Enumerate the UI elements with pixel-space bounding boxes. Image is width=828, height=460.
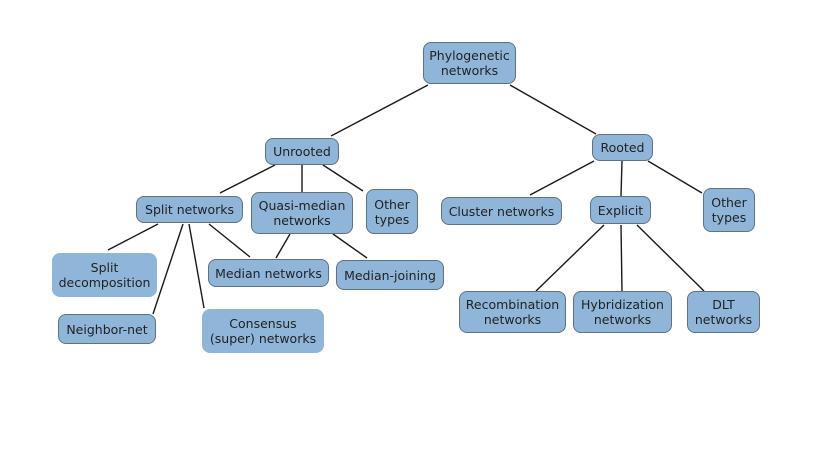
edge-rooted-to-explicit: [620, 160, 623, 197]
node-recombination-networks: Recombination networks: [459, 291, 566, 333]
edge-explicit-to-hybridization-networks: [620, 224, 623, 292]
node-other-types-unrooted: Other types: [366, 189, 418, 234]
edge-explicit-to-dlt-networks: [636, 224, 705, 292]
edge-rooted-to-cluster-networks: [529, 160, 595, 196]
edge-quasi-median-networks-to-median-joining: [332, 233, 368, 259]
node-rooted: Rooted: [592, 134, 653, 161]
node-neighbor-net: Neighbor-net: [58, 314, 156, 344]
node-split-decomposition: Split decomposition: [52, 253, 157, 297]
node-unrooted: Unrooted: [265, 138, 339, 165]
node-dlt-networks: DLT networks: [687, 291, 760, 333]
edge-phylogenetic-networks-to-unrooted: [330, 84, 429, 137]
edge-phylogenetic-networks-to-rooted: [509, 84, 597, 135]
edge-explicit-to-recombination-networks: [535, 224, 605, 292]
edge-split-networks-to-neighbor-net: [152, 223, 184, 315]
edge-split-networks-to-split-decomposition: [107, 223, 159, 251]
edge-split-networks-to-consensus-super-networks: [188, 223, 205, 309]
node-split-networks: Split networks: [136, 196, 243, 223]
edge-quasi-median-networks-to-median-networks: [275, 233, 291, 259]
edge-split-networks-to-median-networks: [208, 223, 251, 258]
edge-rooted-to-other-types-rooted: [647, 160, 703, 194]
node-phylogenetic-networks: Phylogenetic networks: [423, 42, 516, 84]
node-median-joining: Median-joining: [336, 260, 444, 290]
node-explicit: Explicit: [590, 196, 651, 224]
edge-unrooted-to-split-networks: [219, 164, 276, 194]
node-cluster-networks: Cluster networks: [441, 197, 562, 225]
node-quasi-median-networks: Quasi-median networks: [251, 192, 353, 234]
node-hybridization-networks: Hybridization networks: [573, 291, 672, 333]
node-consensus-super-networks: Consensus (super) networks: [202, 309, 324, 353]
node-other-types-rooted: Other types: [703, 188, 755, 232]
edge-unrooted-to-other-types-unrooted: [322, 164, 364, 192]
node-median-networks: Median networks: [208, 259, 329, 287]
